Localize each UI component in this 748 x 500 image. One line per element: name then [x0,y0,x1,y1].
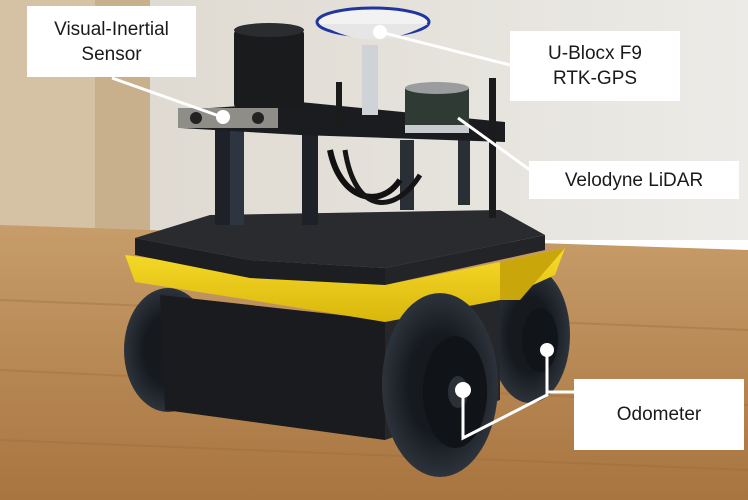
odometer-rear-dot [540,343,554,357]
imu-cylinder [234,30,304,108]
visual-inertial-dot [216,110,230,124]
lower-body [160,295,385,440]
callout-lines [111,30,575,441]
label-line: Visual-Inertial [54,18,169,40]
wifi-antenna-left [336,82,342,127]
wifi-antenna-right [489,78,496,218]
label-line: U-Blocx F9 [548,43,642,64]
gps-pole [362,45,378,115]
label-line: Sensor [81,43,142,65]
label-rtk-gps: U-Blocx F9 RTK-GPS [510,31,680,101]
label-line: RTK-GPS [552,68,638,89]
lidar-unit [405,88,469,128]
label-velodyne-lidar: Velodyne LiDAR [529,161,739,199]
label-odometer: Odometer [574,379,744,450]
label-visual-inertial-sensor: Visual-Inertial Sensor [27,6,196,77]
odometer-front-dot [455,382,471,398]
label-line: Velodyne LiDAR [564,169,704,191]
label-line: Odometer [616,404,702,425]
gps-dot [373,25,387,39]
